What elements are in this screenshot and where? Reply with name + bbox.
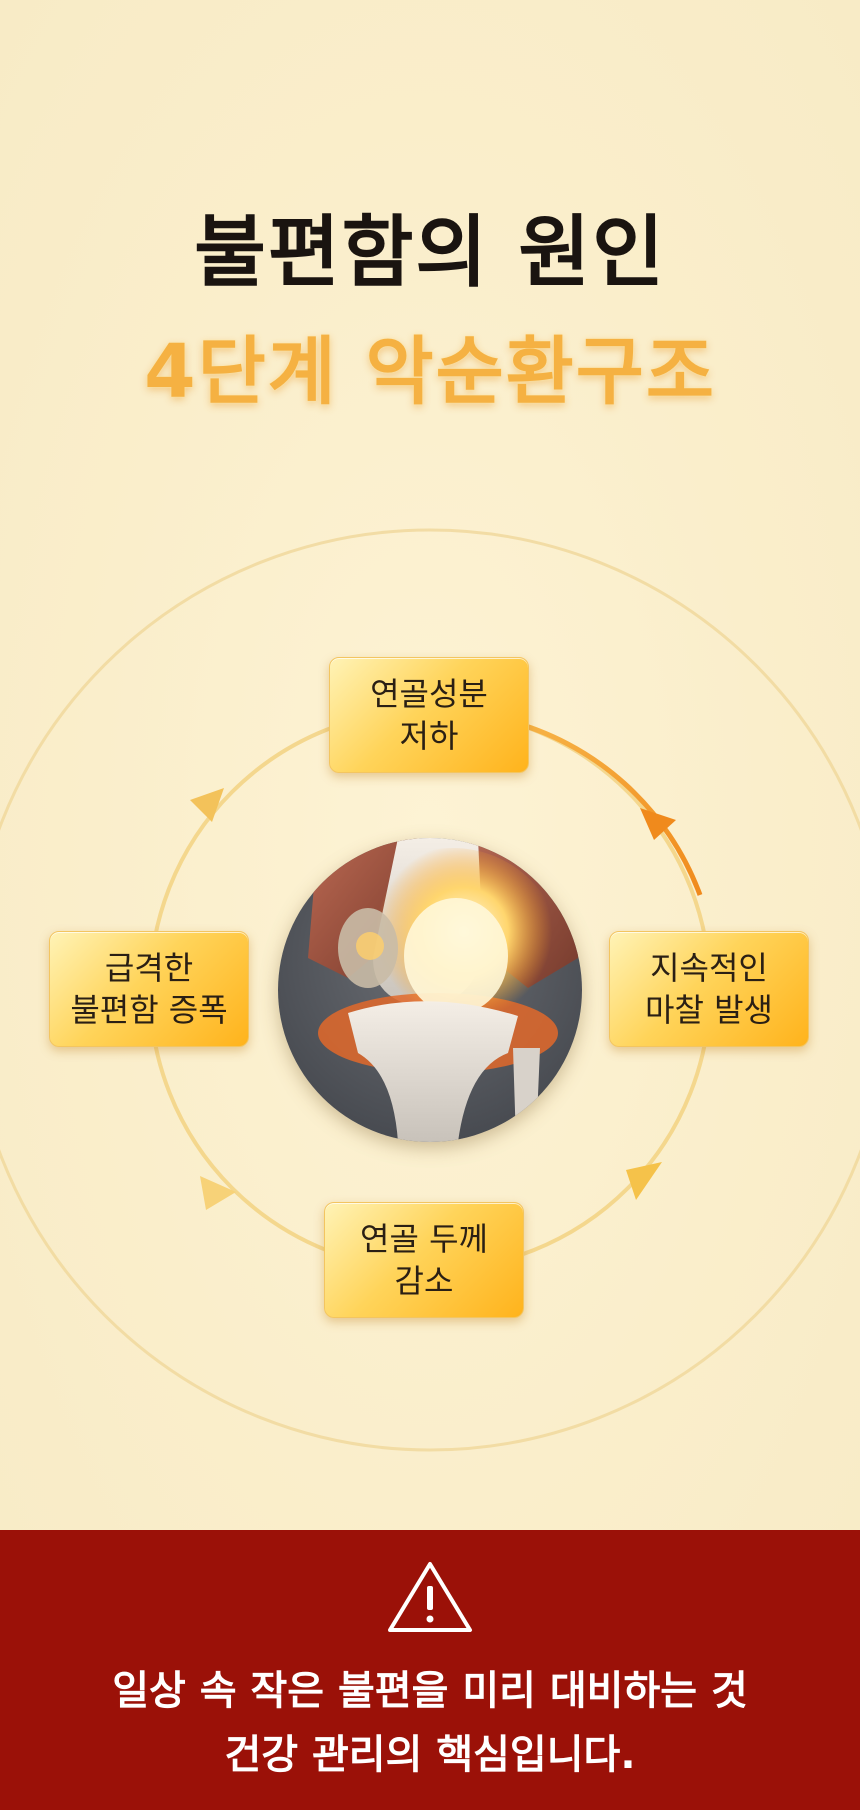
arrow-top-left [190,788,224,822]
notice-line-2: 건강 관리의 핵심입니다. [224,1732,636,1778]
hero-section: 불편함의 원인 4단계 악순환구조 [0,0,860,1530]
cycle-step-right-line1: 지속적인 [650,949,768,987]
cycle-step-bottom-line2: 감소 [394,1262,454,1300]
cycle-step-right: 지속적인 마찰 발생 [609,931,809,1047]
cycle-step-left-line1: 급격한 [104,949,194,987]
cycle-step-top: 연골성분 저하 [329,657,529,773]
cycle-step-top-line1: 연골성분 [370,675,488,713]
notice-line-1: 일상 속 작은 불편을 미리 대비하는 것 [112,1668,748,1714]
arrow-bottom-left [200,1176,236,1210]
cycle-step-bottom: 연골 두께 감소 [324,1202,524,1318]
arrow-top-right [640,808,676,840]
cycle-step-right-line2: 마찰 발생 [645,991,773,1029]
knee-joint-illustration [278,838,582,1142]
cycle-step-bottom-line1: 연골 두께 [360,1220,488,1258]
cycle-step-left-line2: 불편함 증폭 [70,991,228,1029]
warning-triangle-icon [388,1562,472,1632]
arrow-bottom-right [626,1162,662,1200]
page-subtitle: 4단계 악순환구조 [144,329,716,415]
cycle-step-left: 급격한 불편함 증폭 [49,931,249,1047]
cycle-step-top-line2: 저하 [399,717,459,755]
notice-banner: 일상 속 작은 불편을 미리 대비하는 것 건강 관리의 핵심입니다. [0,1530,860,1810]
page-title: 불편함의 원인 [194,207,666,298]
